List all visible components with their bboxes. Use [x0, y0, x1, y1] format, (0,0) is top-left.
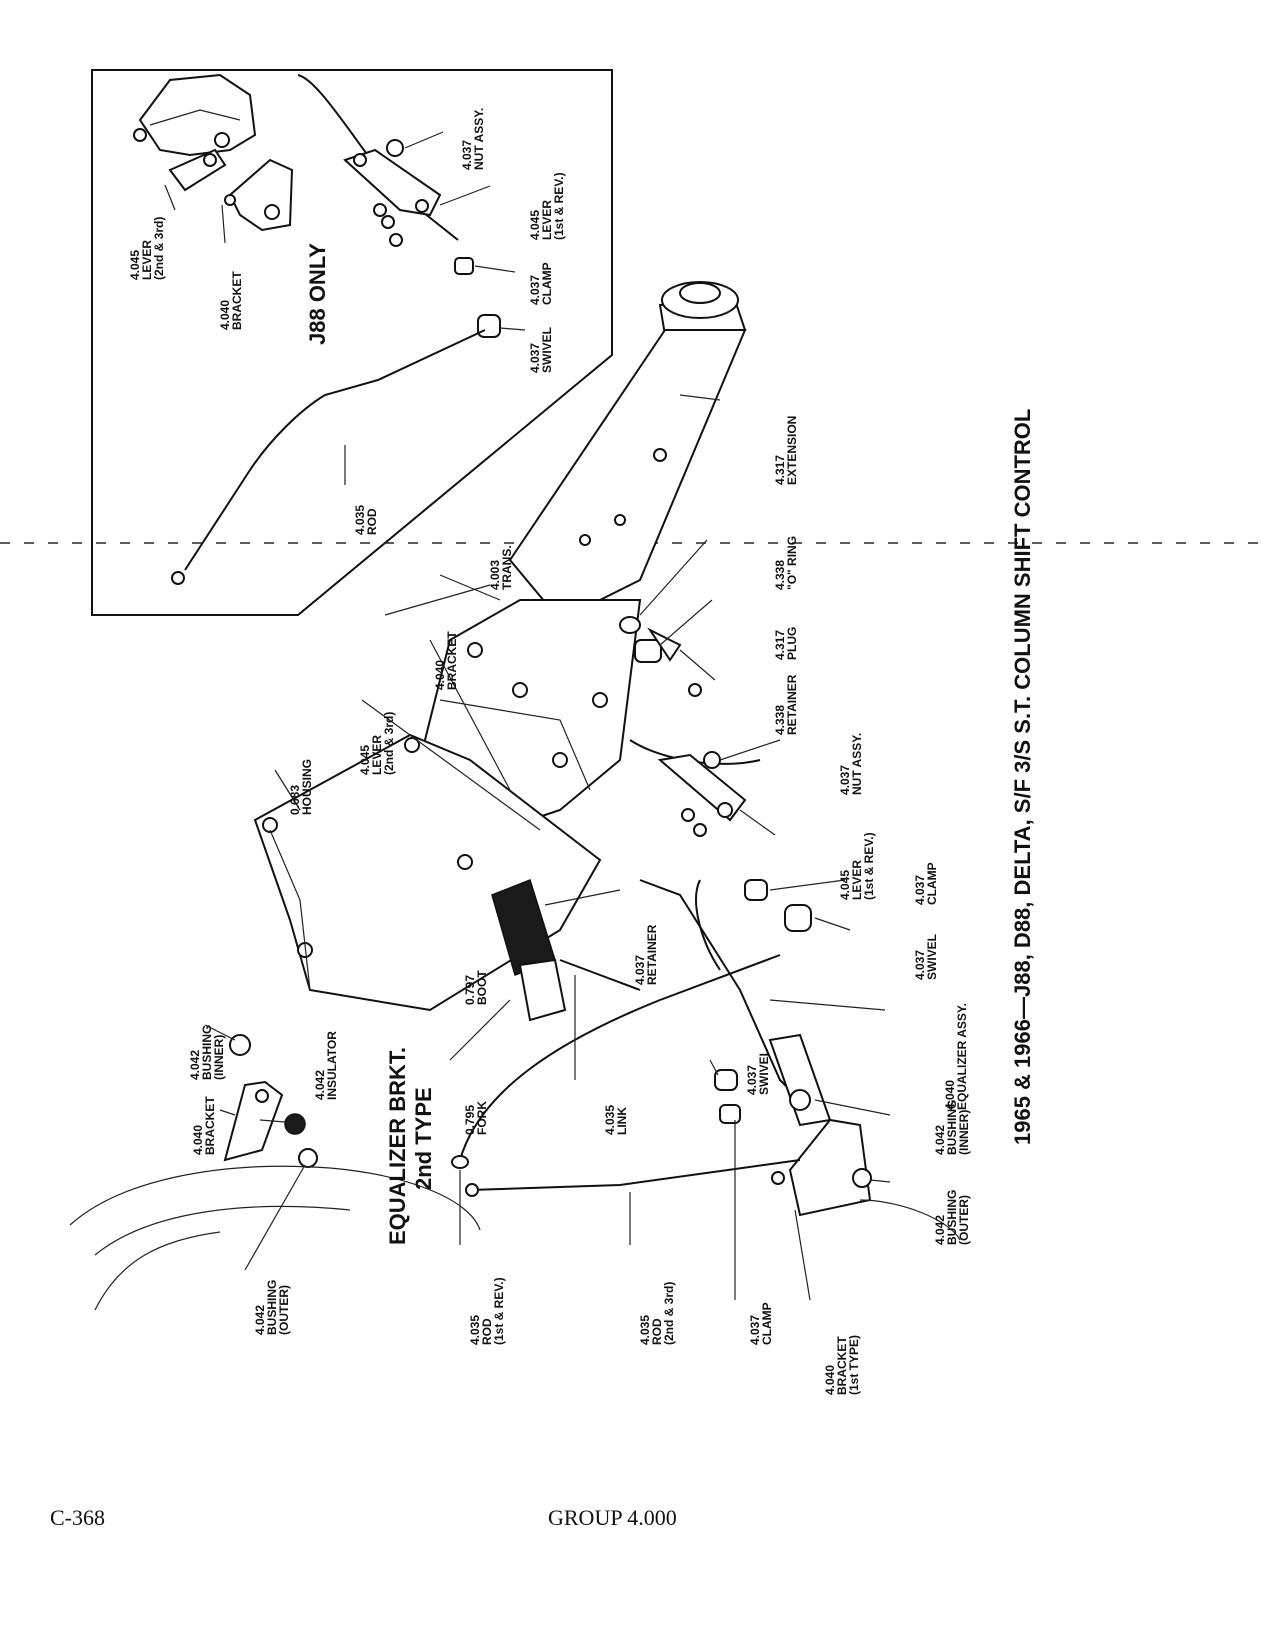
- plug: [634, 639, 662, 663]
- inset-title: J88 ONLY: [305, 243, 330, 345]
- inset-clamp: [454, 257, 474, 275]
- rod-1st-rev: [459, 954, 781, 1161]
- inset-lever-2nd-3rd: [168, 148, 227, 192]
- inset-swivel: [477, 314, 501, 338]
- inset-lever-1st-rev: [343, 148, 442, 217]
- clamp-lower: [719, 1104, 741, 1124]
- equalizer-bracket-2nd-type: [223, 1034, 318, 1168]
- o-ring: [619, 616, 641, 634]
- swivel-037: [784, 904, 812, 932]
- link: [559, 959, 641, 991]
- nut-assy: [703, 751, 721, 769]
- group-label: GROUP 4.000: [548, 1505, 677, 1530]
- floor-contour-2: [94, 1205, 351, 1256]
- floor-contour-3: [94, 1231, 221, 1311]
- rod-2nd-3rd: [469, 1159, 801, 1191]
- swivel-lower: [714, 1069, 738, 1091]
- equalizer-bracket-title: EQUALIZER BRKT.2nd TYPE: [385, 1047, 436, 1245]
- page-title: 1965 & 1966—J88, D88, DELTA, S/F 3/S S.T…: [1010, 408, 1035, 1145]
- label-o-ring: 4.338"O" RING: [773, 535, 799, 590]
- inset-frame: [91, 69, 613, 616]
- inset-nut: [386, 139, 404, 157]
- fork: [518, 958, 567, 1022]
- bracket-1st-type: [788, 1118, 872, 1217]
- floor-contour-1: [69, 1165, 481, 1231]
- inset-rod: [184, 329, 486, 571]
- inset-housing-part: [133, 73, 257, 157]
- clamp-037: [744, 879, 768, 901]
- page-number: C-368: [50, 1505, 105, 1530]
- equalizer-assy: [768, 1033, 832, 1127]
- lever-1st-rev: [657, 753, 747, 822]
- floor-contour-right: [859, 1199, 961, 1241]
- inset-bracket: [224, 158, 294, 232]
